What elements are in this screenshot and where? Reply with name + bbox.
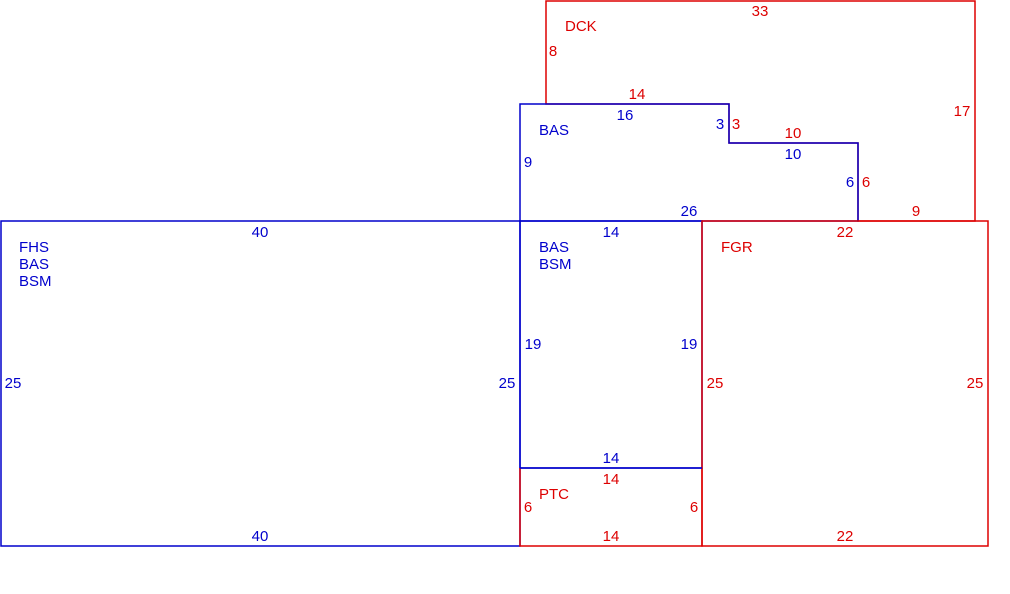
dim-main-top: 40	[252, 224, 269, 241]
dim-fgr-top: 22	[837, 224, 854, 241]
area-label-main-fhs: FHS	[19, 239, 49, 256]
dim-ptc-top: 14	[603, 471, 620, 488]
area-label-fgr: FGR	[721, 239, 753, 256]
area-label-mid-bsm: BSM	[539, 256, 572, 273]
dim-bas-step: 3	[716, 116, 724, 133]
dim-bas-bottom: 26	[681, 203, 698, 220]
dim-main-right: 25	[499, 375, 516, 392]
dim-dck-left: 8	[549, 43, 557, 60]
dim-dck-10: 10	[785, 125, 802, 142]
dim-dck-top: 33	[752, 3, 769, 20]
dim-dck-9: 9	[912, 203, 920, 220]
deck-outline	[545, 0, 976, 222]
dim-bas-top: 16	[617, 107, 634, 124]
area-label-bas-upper: BAS	[539, 122, 569, 139]
dim-mid-right: 19	[681, 336, 698, 353]
dim-bas-6: 6	[846, 174, 854, 191]
area-label-ptc: PTC	[539, 486, 569, 503]
dim-fgr-bottom: 22	[837, 528, 854, 545]
dim-bas-left: 9	[524, 154, 532, 171]
garage-outline	[701, 220, 989, 547]
area-label-mid-bas: BAS	[539, 239, 569, 256]
dim-ptc-right: 6	[690, 499, 698, 516]
area-label-main-bas: BAS	[19, 256, 49, 273]
dim-dck-3: 3	[732, 116, 740, 133]
dim-main-left: 25	[5, 375, 22, 392]
dim-fgr-right: 25	[967, 375, 984, 392]
patio-outline	[519, 468, 703, 547]
dim-ptc-bottom: 14	[603, 528, 620, 545]
dim-bas-10: 10	[785, 146, 802, 163]
dim-dck-14: 14	[629, 86, 646, 103]
dim-dck-right: 17	[954, 103, 971, 120]
area-label-dck: DCK	[565, 18, 597, 35]
dim-mid-left: 19	[525, 336, 542, 353]
dim-mid-top: 14	[603, 224, 620, 241]
main-section-outline	[0, 220, 521, 547]
dim-main-bottom: 40	[252, 528, 269, 545]
area-label-main-bsm: BSM	[19, 273, 52, 290]
dim-ptc-left: 6	[524, 499, 532, 516]
dim-fgr-left: 25	[707, 375, 724, 392]
dim-mid-bottom: 14	[603, 450, 620, 467]
dim-dck-6: 6	[862, 174, 870, 191]
